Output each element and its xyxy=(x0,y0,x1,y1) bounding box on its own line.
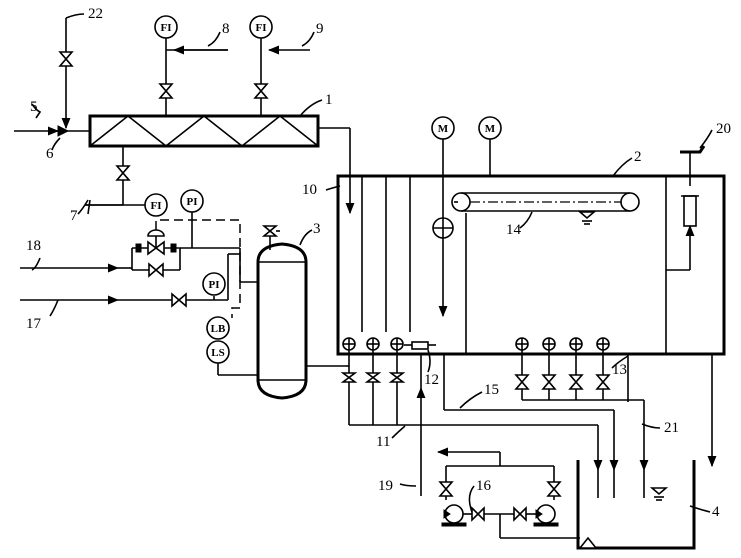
label-9: 9 xyxy=(316,21,324,37)
nozzle-a xyxy=(340,337,358,425)
level-indicator-lb xyxy=(206,316,230,340)
pump-discharge-valve-1 xyxy=(438,481,454,497)
valve-9 xyxy=(253,83,269,99)
label-14: 14 xyxy=(506,222,522,238)
scraper-conveyor-14 xyxy=(451,192,640,225)
nozzle-b xyxy=(364,337,382,425)
label-6: 6 xyxy=(46,146,54,162)
label-8: 8 xyxy=(222,21,230,37)
ls-text: LS xyxy=(211,347,224,359)
pi-17-text: PI xyxy=(209,279,220,291)
label-1: 1 xyxy=(325,92,333,108)
pressure-indicator-17 xyxy=(202,272,226,296)
outlet-nozzle-4 xyxy=(578,536,598,549)
actuator-18 xyxy=(147,229,165,237)
flow-indicator-8 xyxy=(154,15,178,39)
line-22 xyxy=(58,18,74,130)
nozzle-r4 xyxy=(595,337,611,400)
line-7 xyxy=(85,146,168,217)
bypass-valve-18 xyxy=(148,262,164,278)
label-17: 17 xyxy=(26,316,42,332)
label-11: 11 xyxy=(376,434,390,450)
valve-7 xyxy=(115,165,131,181)
inlet-5 xyxy=(14,125,90,137)
label-12: 12 xyxy=(424,372,439,388)
lb-text: LB xyxy=(211,323,226,335)
pump-discharge-valve-2 xyxy=(546,481,562,497)
line-8 xyxy=(154,15,228,116)
bottom-nozzles-right xyxy=(514,337,649,498)
line-17 xyxy=(20,253,240,308)
label-7: 7 xyxy=(70,208,78,224)
fi-9-text: FI xyxy=(256,22,267,34)
label-5: 5 xyxy=(30,99,38,115)
valve-22 xyxy=(58,51,74,67)
nozzle-c xyxy=(388,337,406,425)
control-signal-line xyxy=(155,219,241,318)
pi-top-text: PI xyxy=(187,196,198,208)
release-device-12 xyxy=(411,341,429,350)
label-18: 18 xyxy=(26,238,41,254)
motor-2-text: M xyxy=(485,123,496,135)
receiver-tank-4 xyxy=(576,460,696,550)
line-15 xyxy=(443,354,619,498)
fi-8-text: FI xyxy=(161,22,172,34)
pressure-vessel-3 xyxy=(256,225,346,400)
flow-indicator-9 xyxy=(249,15,273,39)
label-22: 22 xyxy=(88,6,103,22)
safety-valve xyxy=(261,225,279,237)
bottom-nozzles-left xyxy=(340,337,603,498)
label-4: 4 xyxy=(712,504,720,520)
label-3: 3 xyxy=(313,221,321,237)
flow-indicator-7 xyxy=(144,193,168,217)
sensor-20 xyxy=(666,145,706,271)
level-instruments xyxy=(206,316,258,376)
label-10: 10 xyxy=(302,182,317,198)
static-mixer-1 xyxy=(88,114,355,215)
label-13: 13 xyxy=(612,362,627,378)
leader-lines xyxy=(31,13,713,513)
label-19: 19 xyxy=(378,478,393,494)
fi-7-text: FI xyxy=(151,200,162,212)
motor-agitator-1 xyxy=(431,116,455,318)
nozzle-r3 xyxy=(568,337,584,400)
label-15: 15 xyxy=(484,382,499,398)
motor-conveyor-2 xyxy=(478,116,502,176)
line-9 xyxy=(249,15,310,116)
pressure-indicator-top xyxy=(180,189,204,213)
label-16: 16 xyxy=(476,478,492,494)
label-21: 21 xyxy=(664,420,679,436)
valve-17 xyxy=(171,292,187,308)
valve-8 xyxy=(158,83,174,99)
label-20: 20 xyxy=(716,121,731,137)
label-2: 2 xyxy=(634,149,642,165)
flotation-tank-2 xyxy=(336,174,726,356)
pump-set-16 xyxy=(436,447,580,539)
nozzle-r2 xyxy=(541,337,557,400)
line-18 xyxy=(20,189,258,283)
motor-1-text: M xyxy=(438,123,449,135)
nozzle-r1 xyxy=(514,337,530,400)
